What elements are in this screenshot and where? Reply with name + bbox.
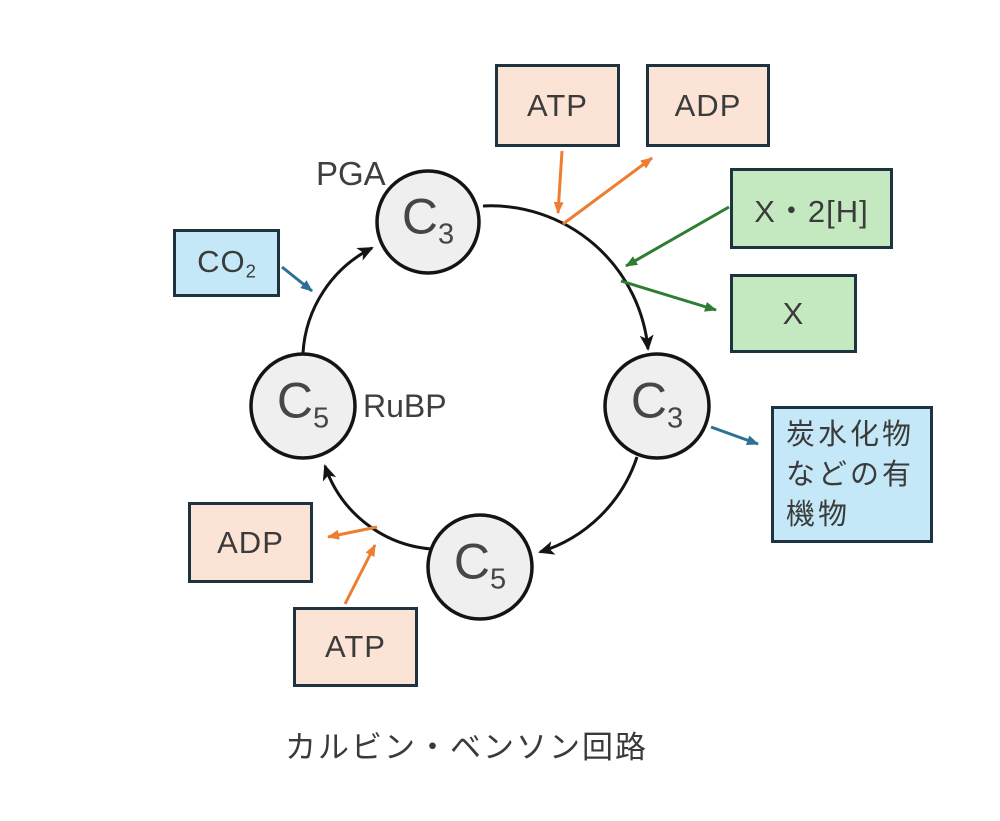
node-c3-top-subscript: 3 (437, 218, 455, 251)
node-c3-top-symbol: C (401, 188, 438, 245)
cycle-arc-left-to-top (301, 246, 374, 354)
adp-top-box: ADP (646, 64, 770, 147)
node-label-c3-right: C3 (631, 372, 683, 436)
arrow-atp-top-in (553, 150, 564, 214)
adp-bottom-box: ADP (188, 502, 313, 583)
carbohydrate-line-1: 炭水化物 (786, 419, 915, 451)
arrow-carbohydrate-out (710, 425, 759, 446)
x-label: X (782, 295, 805, 331)
atp-bottom-box: ATP (293, 607, 418, 687)
adp-bottom-label: ADP (217, 524, 284, 560)
cycle-arc-top-to-right (482, 204, 654, 351)
atp-top-box: ATP (495, 64, 620, 147)
x2h-label: X・2[H] (754, 194, 869, 229)
annotation-pga: PGA (316, 155, 386, 192)
node-c5-left-symbol: C (276, 372, 313, 429)
node-circle-c5-left (249, 352, 357, 460)
arrow-adp-top-out (562, 156, 653, 226)
arrow-adp-bottom-out (327, 525, 378, 540)
node-circle-c3-right (603, 352, 711, 460)
node-c5-bottom-subscript: 5 (489, 563, 507, 596)
carbohydrate-box: 炭水化物 などの有 機物 (771, 406, 933, 543)
arrow-co2-in (281, 265, 313, 293)
atp-top-label: ATP (527, 87, 588, 123)
arrow-x2h-in (625, 205, 730, 268)
co2-symbol: CO (197, 243, 246, 279)
node-label-c5-bottom: C5 (454, 533, 506, 597)
node-circle-c3-top (375, 169, 481, 275)
atp-bottom-label: ATP (325, 629, 386, 664)
node-c5-left-subscript: 5 (312, 402, 330, 435)
arrow-atp-bottom-in (343, 544, 377, 605)
cycle-arc-bottom-to-left (322, 464, 432, 551)
node-label-c5-left: C5 (277, 372, 329, 436)
node-c3-right-subscript: 3 (666, 402, 684, 435)
node-label-c3-top: C3 (402, 188, 454, 252)
x-box: X (730, 274, 857, 353)
diagram-title: カルビン・ベンソン回路 (285, 730, 648, 765)
annotation-rubp: RuBP (363, 388, 447, 424)
carbohydrate-line-2: などの有 (786, 459, 915, 491)
co2-box-label: CO2 (197, 244, 256, 283)
node-c3-right-symbol: C (630, 372, 667, 429)
arrow-x-out (620, 279, 717, 312)
co2-box: CO2 (173, 229, 280, 297)
co2-subscript: 2 (245, 260, 256, 282)
x2h-box: X・2[H] (730, 168, 893, 249)
node-circle-c5-bottom (426, 513, 534, 621)
carbohydrate-line-3: 機物 (786, 499, 851, 531)
cycle-arc-right-to-bottom (538, 456, 639, 555)
adp-top-label: ADP (674, 87, 742, 123)
node-c5-bottom-symbol: C (453, 533, 490, 590)
